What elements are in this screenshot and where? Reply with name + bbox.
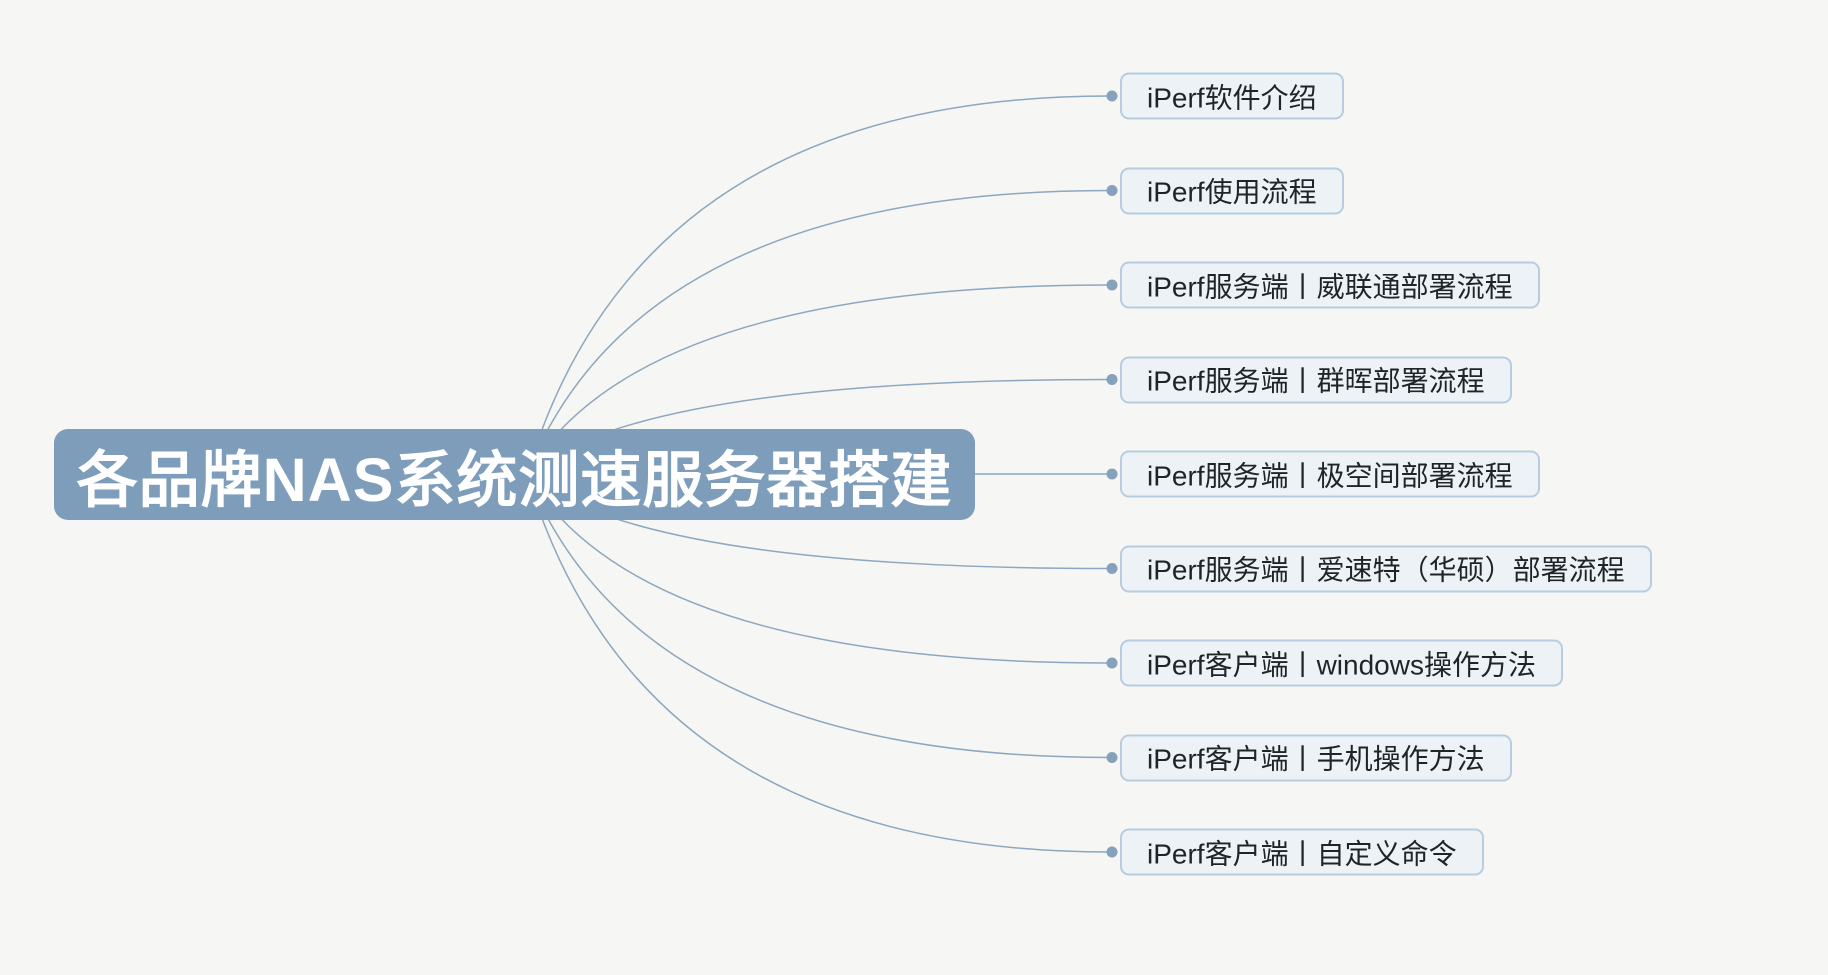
connector-dot	[1106, 185, 1118, 196]
branch-topic[interactable]: iPerf服务端丨群晖部署流程	[1120, 356, 1512, 403]
connector-dot	[1106, 90, 1118, 102]
root-topic[interactable]: 各品牌NAS系统测速服务器搭建	[54, 429, 975, 520]
connector-curve	[526, 284, 1111, 475]
branch-topic[interactable]: iPerf服务端丨极空间部署流程	[1120, 450, 1540, 498]
connector-curve	[526, 95, 1111, 475]
connector-dot	[1106, 846, 1118, 858]
connector-dot	[1106, 657, 1118, 669]
branch-topic[interactable]: iPerf使用流程	[1120, 167, 1344, 214]
connector-dot	[1106, 563, 1118, 574]
connector-curve	[526, 473, 1111, 853]
connector-dot	[1106, 752, 1118, 763]
branch-topic[interactable]: iPerf客户端丨windows操作方法	[1120, 639, 1563, 687]
branch-topic[interactable]: iPerf客户端丨手机操作方法	[1120, 734, 1512, 781]
branch-topic[interactable]: iPerf软件介绍	[1120, 72, 1344, 120]
branch-topic[interactable]: iPerf客户端丨自定义命令	[1120, 828, 1484, 876]
connector-curve	[526, 473, 1111, 664]
branch-topic[interactable]: iPerf服务端丨威联通部署流程	[1120, 261, 1540, 309]
connector-dot	[1106, 468, 1118, 480]
connector-curve	[526, 473, 1111, 759]
connector-curve	[526, 189, 1111, 475]
connector-dot	[1106, 374, 1118, 385]
connector-dot	[1106, 279, 1118, 291]
branch-topic[interactable]: iPerf服务端丨爱速特（华硕）部署流程	[1120, 545, 1652, 592]
